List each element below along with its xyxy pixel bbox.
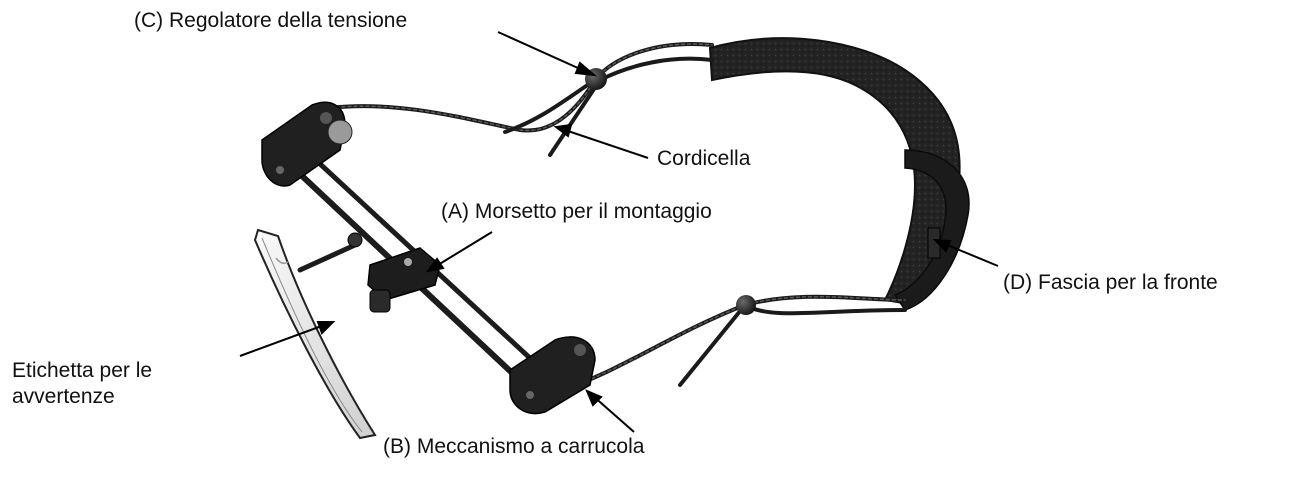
label-pulley-mechanism: (B) Meccanismo a carrucola [383,434,644,460]
label-forehead-band: (D) Fascia per la fronte [1003,270,1218,296]
tension-regulator-bead-bottom [736,295,756,315]
forehead-band [710,38,969,310]
label-cord: Cordicella [657,146,750,172]
pulley-block-top [262,102,352,186]
label-warning-label-line1: Etichetta per le [12,358,152,384]
label-tension-regulator: (C) Regolatore della tensione [134,8,407,34]
mounting-clamp [348,233,440,312]
label-warning-label-line2: avvertenze [12,384,152,410]
label-warning-label: Etichetta per le avvertenze [12,358,152,410]
label-mounting-clamp: (A) Morsetto per il montaggio [441,199,712,225]
